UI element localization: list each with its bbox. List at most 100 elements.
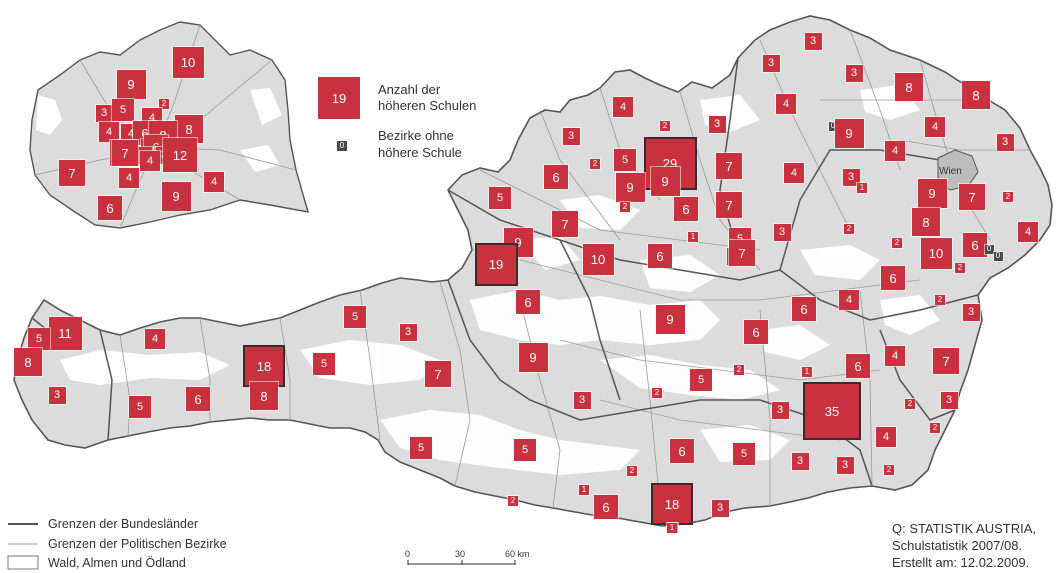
austria-marker-19: 5 bbox=[614, 149, 636, 171]
austria-marker-30: 7 bbox=[716, 192, 742, 218]
austria-marker-38: 3 bbox=[773, 223, 791, 241]
austria-marker-6: 4 bbox=[925, 117, 945, 137]
austria-marker-17: 6 bbox=[544, 165, 568, 189]
vienna-marker-25: 6 bbox=[98, 196, 122, 220]
legend-state-borders: Grenzen der Bundesländer bbox=[48, 517, 199, 531]
austria-marker-94: 2 bbox=[627, 466, 637, 476]
austria-marker-2: 3 bbox=[845, 64, 863, 82]
austria-marker-72: 8 bbox=[250, 382, 278, 410]
austria-marker-73: 6 bbox=[846, 354, 870, 378]
vienna-marker-24: 9 bbox=[161, 181, 191, 211]
legend-symbol-label-2: höheren Schulen bbox=[378, 98, 477, 113]
legend-symbol: 19 bbox=[318, 77, 360, 119]
austria-marker-89: 4 bbox=[876, 427, 896, 447]
austria-marker-51: 11 bbox=[48, 316, 82, 350]
austria-marker-90: 6 bbox=[670, 439, 694, 463]
legend-no-school-symbol: 0 bbox=[337, 141, 347, 151]
austria-marker-12: 9 bbox=[834, 118, 864, 148]
austria-marker-26: 2 bbox=[620, 202, 630, 212]
austria-marker-58: 4 bbox=[145, 329, 165, 349]
austria-marker-18: 7 bbox=[716, 153, 742, 179]
austria-marker-20: 4 bbox=[784, 163, 804, 183]
austria-marker-61: 9 bbox=[655, 304, 685, 334]
austria-marker-60: 3 bbox=[399, 323, 417, 341]
austria-marker-86: 5 bbox=[410, 437, 432, 459]
austria-marker-32: 7 bbox=[552, 211, 578, 237]
austria-marker-95: 3 bbox=[711, 499, 729, 517]
austria-marker-21: 9 bbox=[615, 172, 645, 202]
austria-marker-24: 9 bbox=[917, 178, 947, 208]
scale-bar bbox=[407, 560, 516, 565]
austria-marker-67: 4 bbox=[839, 290, 859, 310]
austria-marker-55: 2 bbox=[935, 295, 945, 305]
vienna-marker-4: 4 bbox=[99, 122, 119, 142]
austria-marker-98: 6 bbox=[594, 495, 618, 519]
austria-marker-79: 6 bbox=[186, 387, 210, 411]
austria-marker-54: 6 bbox=[881, 266, 905, 290]
source-line-3: Erstellt am: 12.02.2009. bbox=[892, 555, 1030, 570]
vienna-marker-5: 2 bbox=[159, 99, 169, 109]
forest-legend-swatch bbox=[7, 555, 39, 570]
austria-marker-97: 18 bbox=[651, 483, 693, 525]
austria-marker-50: 0 bbox=[993, 251, 1003, 261]
austria-marker-43: 19 bbox=[474, 242, 518, 286]
austria-marker-101: 1 bbox=[667, 523, 677, 533]
vienna-marker-2: 3 bbox=[95, 104, 113, 122]
austria-marker-39: 2 bbox=[844, 224, 854, 234]
austria-marker-3: 8 bbox=[895, 73, 923, 101]
vienna-marker-20: 12 bbox=[163, 138, 197, 172]
austria-marker-22: 5 bbox=[489, 187, 511, 209]
austria-marker-82: 2 bbox=[905, 399, 915, 409]
austria-marker-29: 9 bbox=[650, 166, 680, 196]
legend-forest: Wald, Almen und Ödland bbox=[48, 556, 186, 570]
austria-marker-91: 5 bbox=[733, 443, 755, 465]
austria-marker-80: 3 bbox=[771, 401, 789, 419]
austria-marker-23: 3 bbox=[842, 168, 860, 186]
legend-no-school-label-2: höhere Schule bbox=[378, 145, 462, 160]
austria-marker-15: 2 bbox=[590, 159, 600, 169]
legend-symbol-label-1: Anzahl der bbox=[378, 82, 441, 97]
austria-marker-5: 4 bbox=[613, 97, 633, 117]
vienna-marker-22: 4 bbox=[204, 172, 224, 192]
austria-marker-92: 3 bbox=[836, 456, 854, 474]
austria-marker-28: 7 bbox=[959, 184, 985, 210]
austria-marker-36: 1 bbox=[688, 232, 698, 242]
austria-marker-64: 5 bbox=[313, 353, 335, 375]
legend-district-borders: Grenzen der Politischen Bezirke bbox=[48, 537, 227, 551]
vienna-marker-19: 4 bbox=[119, 168, 139, 188]
austria-marker-78: 1 bbox=[802, 367, 812, 377]
scale-tick-0: 0 bbox=[405, 549, 411, 559]
austria-marker-81: 5 bbox=[129, 396, 151, 418]
vienna-marker-0: 10 bbox=[172, 46, 204, 78]
source-line-2: Schulstatistik 2007/08. bbox=[892, 538, 1023, 553]
source-line-1: Q: STATISTIK AUSTRIA, bbox=[892, 521, 1036, 536]
austria-marker-76: 7 bbox=[933, 348, 959, 374]
austria-marker-48: 4 bbox=[1018, 222, 1038, 242]
austria-marker-53: 6 bbox=[516, 290, 540, 314]
austria-marker-4: 8 bbox=[962, 81, 990, 109]
vienna-marker-1: 9 bbox=[116, 69, 146, 99]
austria-marker-10: 3 bbox=[562, 127, 580, 145]
austria-marker-75: 3 bbox=[48, 386, 66, 404]
austria-marker-66: 7 bbox=[425, 361, 451, 387]
austria-marker-7: 2 bbox=[660, 121, 670, 131]
austria-marker-57: 8 bbox=[14, 348, 42, 376]
austria-marker-31: 2 bbox=[1003, 192, 1013, 202]
austria-marker-44: 7 bbox=[729, 240, 755, 266]
austria-marker-99: 2 bbox=[508, 496, 518, 506]
austria-marker-71: 3 bbox=[573, 391, 591, 409]
austria-marker-45: 10 bbox=[582, 243, 614, 275]
austria-marker-56: 3 bbox=[962, 303, 980, 321]
austria-marker-1: 3 bbox=[762, 54, 780, 72]
austria-marker-68: 6 bbox=[744, 320, 768, 344]
austria-marker-65: 9 bbox=[518, 342, 548, 372]
austria-marker-8: 3 bbox=[708, 115, 726, 133]
legend-no-school-label-1: Bezirke ohne bbox=[378, 128, 454, 143]
austria-marker-13: 3 bbox=[996, 133, 1014, 151]
austria-marker-9: 4 bbox=[776, 94, 796, 114]
vienna-marker-3: 5 bbox=[112, 99, 134, 121]
austria-marker-85: 3 bbox=[940, 391, 958, 409]
austria-marker-88: 3 bbox=[791, 452, 809, 470]
austria-marker-41: 6 bbox=[963, 233, 987, 257]
austria-marker-74: 2 bbox=[652, 388, 662, 398]
